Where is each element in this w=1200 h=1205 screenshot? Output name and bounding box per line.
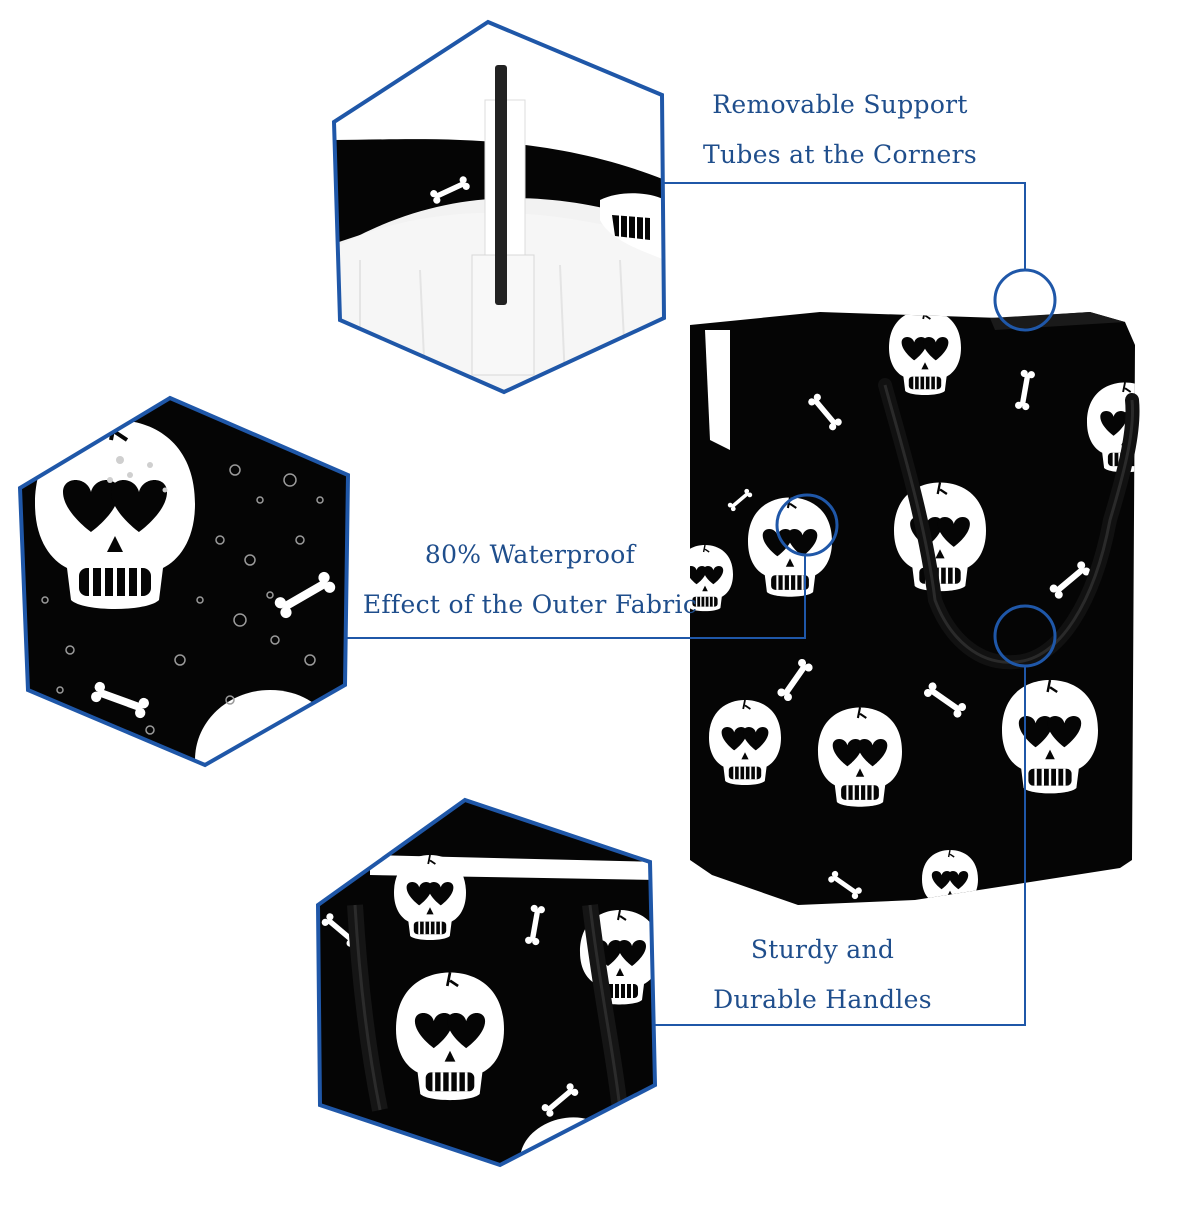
handles-caption-line1: Sturdy and [750,935,895,964]
support-tube-detail [331,19,667,395]
handle-detail [315,797,658,1168]
support-tubes-caption-line1: Removable Support [712,90,968,119]
waterproof-caption: 80% Waterproof Effect of the Outer Fabri… [355,530,705,630]
waterproof-caption-line1: 80% Waterproof [424,540,636,569]
handles-caption: Sturdy and Durable Handles [690,925,955,1025]
skull-print-pattern [690,312,1135,905]
support-tubes-caption-line2: Tubes at the Corners [703,140,977,169]
callout-lines [345,182,1057,1026]
waterproof-caption-line2: Effect of the Outer Fabric [362,590,698,619]
handles-caption-line2: Durable Handles [713,985,932,1014]
waterproof-fabric-detail [17,395,351,768]
laundry-basket [690,312,1140,905]
support-tubes-caption: Removable Support Tubes at the Corners [690,80,990,180]
